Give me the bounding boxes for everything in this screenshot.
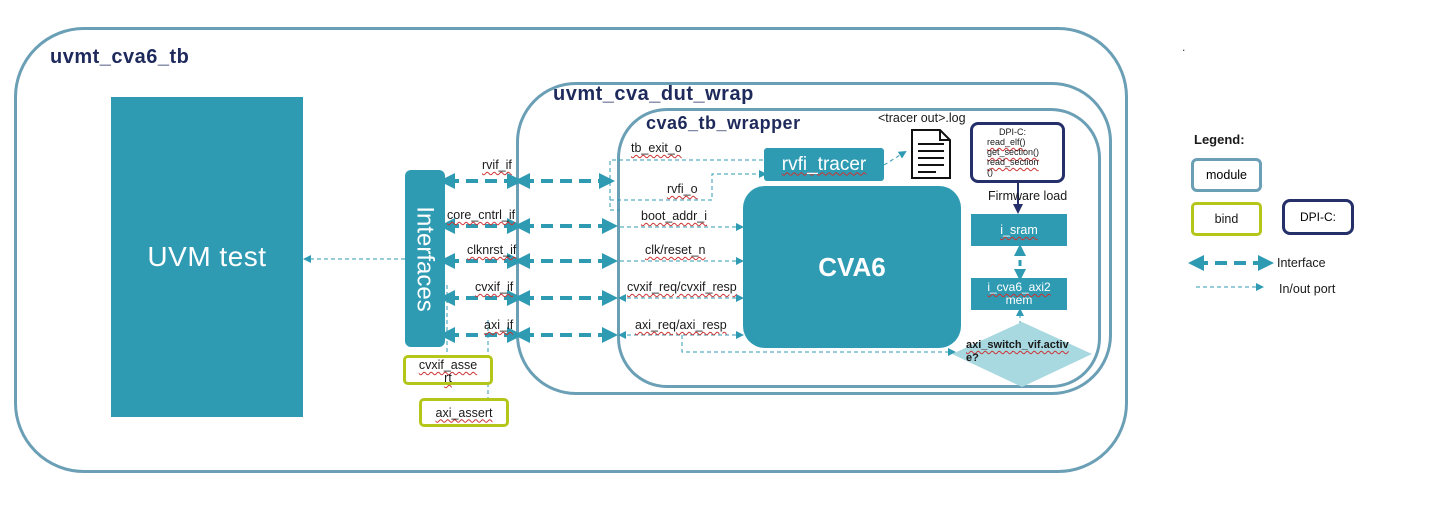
legend-dpi-label: DPI-C: — [1300, 210, 1336, 224]
legend-interface-label: Interface — [1277, 256, 1326, 270]
cvxif-assert-label-1: cvxif_asse — [418, 358, 478, 372]
cvxif-assert-bind: cvxif_asse rt — [403, 355, 493, 385]
interfaces-block: Interfaces — [405, 170, 445, 347]
legend-title: Legend: — [1194, 132, 1245, 147]
cvxif-req-resp-label: cvxif_req/cvxif_resp — [627, 280, 737, 294]
interfaces-label: Interfaces — [412, 205, 440, 312]
legend-dpi-box: DPI-C: — [1282, 199, 1354, 235]
dpi-c-title: DPI-C: — [999, 127, 1026, 137]
dpi-read-section: read_section — [987, 157, 1039, 167]
cvxif-assert-label-2: rt — [444, 371, 452, 385]
firmware-load-label: Firmware load — [988, 189, 1068, 203]
cva6-core: CVA6 — [743, 186, 961, 348]
uvm-test-block: UVM test — [111, 97, 303, 417]
rvfi-o-label: rvfi_o — [667, 182, 698, 196]
dpi-get-section: get_section() — [987, 147, 1040, 157]
i-sram-label: i_sram — [1000, 223, 1038, 237]
axi-switch-label-1: axi_switch_vif.activ — [966, 339, 1069, 351]
axi-if-label: axi_if — [484, 318, 514, 332]
i-cva6-axi2mem-block: i_cva6_axi2 mem — [971, 278, 1067, 310]
rvfi-tracer-label: rvfi_tracer — [781, 153, 867, 175]
rvif-if-label: rvif_if — [482, 158, 512, 172]
uvm-test-label: UVM test — [147, 241, 267, 272]
core-cntrl-if-label: core_cntrl_if — [447, 208, 516, 222]
rvfi-path — [610, 170, 767, 201]
dpi-c-block: DPI-C: read_elf() get_section() read_sec… — [970, 122, 1065, 183]
dpi-read-elf: read_elf() — [987, 137, 1026, 147]
i-cva6-axi2mem-label-2: mem — [1005, 293, 1033, 307]
axi-req-resp-label: axi_req/axi_resp — [635, 318, 727, 332]
clk-reset-n-label: clk/reset_n — [645, 243, 706, 257]
legend-module-box: module — [1191, 158, 1262, 192]
cva6-label: CVA6 — [818, 251, 886, 282]
i-cva6-axi2mem-label-1: i_cva6_axi2 — [987, 280, 1051, 294]
cvxif-if-label: cvxif_if — [475, 280, 514, 294]
axi-switch-text: axi_switch_vif.activ e? — [966, 339, 1069, 365]
clknrst-if-label: clknrst_if — [467, 243, 517, 257]
axi-assert-bind: axi_assert — [419, 398, 509, 427]
tracer-log-label: <tracer out>.log — [878, 111, 966, 125]
tracer-to-log-arrow — [883, 150, 907, 166]
document-icon — [911, 129, 951, 179]
legend-bind-box: bind — [1191, 202, 1262, 236]
dut-wrap-title: uvmt_cva_dut_wrap — [553, 83, 754, 105]
axi-switch-diamond — [952, 322, 1092, 387]
rvfi-tracer-block: rvfi_tracer — [764, 148, 884, 181]
legend-module-label: module — [1206, 168, 1247, 182]
tb-exit-o-label: tb_exit_o — [631, 141, 682, 155]
axi-switch-label-2: e? — [966, 352, 979, 364]
legend-bind-label: bind — [1214, 212, 1239, 226]
axi-to-switch-path — [681, 335, 956, 356]
tb-exit-path — [609, 159, 763, 211]
legend-inout-label: In/out port — [1279, 282, 1336, 296]
axi-assert-label: axi_assert — [435, 405, 493, 420]
boot-addr-i-label: boot_addr_i — [641, 209, 708, 223]
dpi-read-section-parens: () — [987, 167, 993, 177]
tb-title: uvmt_cva6_tb — [50, 46, 190, 68]
tb-wrapper-title: cva6_tb_wrapper — [646, 113, 801, 133]
i-sram-block: i_sram — [971, 214, 1067, 246]
stray-dot: . — [1182, 40, 1186, 54]
